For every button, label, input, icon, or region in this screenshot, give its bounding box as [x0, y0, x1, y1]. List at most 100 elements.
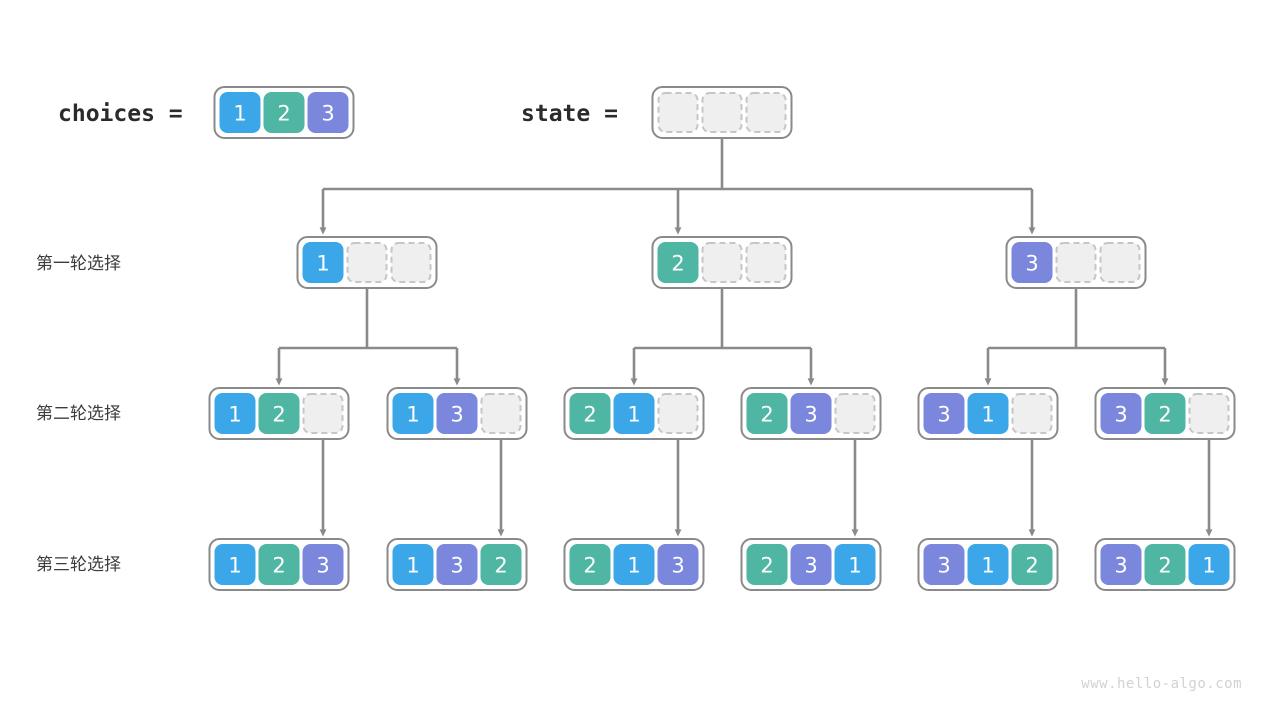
cell-value: 2: [671, 252, 684, 276]
cell-value: 3: [450, 554, 463, 578]
cell-value: 1: [627, 403, 640, 427]
cell-filled: [657, 242, 699, 283]
cell-value: 3: [1114, 403, 1127, 427]
cell-filled: [392, 544, 434, 585]
cell-value: 3: [1025, 252, 1038, 276]
cell-value: 1: [1202, 554, 1215, 578]
watermark: www.hello-algo.com: [1081, 676, 1242, 692]
cell-filled: [746, 544, 788, 585]
cell-filled: [214, 393, 256, 434]
cell-value: 2: [272, 403, 285, 427]
cell-filled: [1144, 393, 1186, 434]
cell-filled: [746, 393, 788, 434]
cell-value: 2: [760, 403, 773, 427]
cell-value: 3: [671, 554, 684, 578]
cell-value: 3: [450, 403, 463, 427]
cell-filled: [967, 393, 1009, 434]
cell-filled: [790, 393, 832, 434]
cell-empty: [701, 242, 743, 283]
cell-value: 2: [760, 554, 773, 578]
cell-empty: [1188, 393, 1230, 434]
cell-empty: [302, 393, 344, 434]
cell-empty: [346, 242, 388, 283]
cell-filled: [923, 393, 965, 434]
cell-value: 2: [1158, 403, 1171, 427]
cell-value: 1: [627, 554, 640, 578]
cell-filled: [263, 92, 305, 133]
cell-value: 3: [937, 403, 950, 427]
cell-value: 2: [583, 403, 596, 427]
choices-label: choices =: [58, 101, 183, 127]
node-level1-2: 2: [651, 236, 793, 289]
cell-value: 3: [937, 554, 950, 578]
cell-empty: [745, 92, 787, 133]
cell-filled: [657, 544, 699, 585]
cell-value: 1: [228, 403, 241, 427]
cell-filled: [569, 393, 611, 434]
connector-links: [275, 138, 1213, 537]
cell-filled: [834, 544, 876, 585]
cell-value: 1: [848, 554, 861, 578]
cell-empty: [657, 393, 699, 434]
node-level3-2: 1 3 2: [386, 538, 528, 591]
cell-empty: [745, 242, 787, 283]
cell-empty: [701, 92, 743, 133]
cell-empty: [1011, 393, 1053, 434]
cell-filled: [1100, 544, 1142, 585]
cell-value: 2: [494, 554, 507, 578]
cell-value: 1: [406, 403, 419, 427]
cell-filled: [1011, 242, 1053, 283]
cell-value: 1: [228, 554, 241, 578]
state-label: state =: [521, 101, 618, 127]
cell-empty: [834, 393, 876, 434]
cell-filled: [1011, 544, 1053, 585]
cell-empty: [1099, 242, 1141, 283]
cell-filled: [1188, 544, 1230, 585]
cell-filled: [302, 544, 344, 585]
cell-empty: [657, 92, 699, 133]
cell-filled: [1144, 544, 1186, 585]
cell-filled: [613, 393, 655, 434]
cell-filled: [258, 544, 300, 585]
cell-filled: [436, 544, 478, 585]
cell-filled: [967, 544, 1009, 585]
node-level1-3: 3: [1005, 236, 1147, 289]
cell-filled: [569, 544, 611, 585]
state-array: [651, 86, 793, 139]
cell-filled: [613, 544, 655, 585]
row-label-level-3: 第三轮选择: [36, 555, 121, 575]
node-level1-1: 1: [296, 236, 438, 289]
cell-filled: [790, 544, 832, 585]
cell-filled: [258, 393, 300, 434]
cell-empty: [480, 393, 522, 434]
cell-empty: [390, 242, 432, 283]
cell-value: 3: [804, 403, 817, 427]
cell-value: 3: [1114, 554, 1127, 578]
cell-filled: [392, 393, 434, 434]
cell-value: 1: [316, 252, 329, 276]
cell-filled: [219, 92, 261, 133]
cell-value: 2: [277, 102, 290, 126]
row-label-level-2: 第二轮选择: [36, 404, 121, 424]
cell-filled: [307, 92, 349, 133]
cell-filled: [302, 242, 344, 283]
row-label-level-1: 第一轮选择: [36, 254, 121, 274]
cell-value: 3: [321, 102, 334, 126]
cell-value: 1: [406, 554, 419, 578]
cell-filled: [1100, 393, 1142, 434]
cell-filled: [436, 393, 478, 434]
